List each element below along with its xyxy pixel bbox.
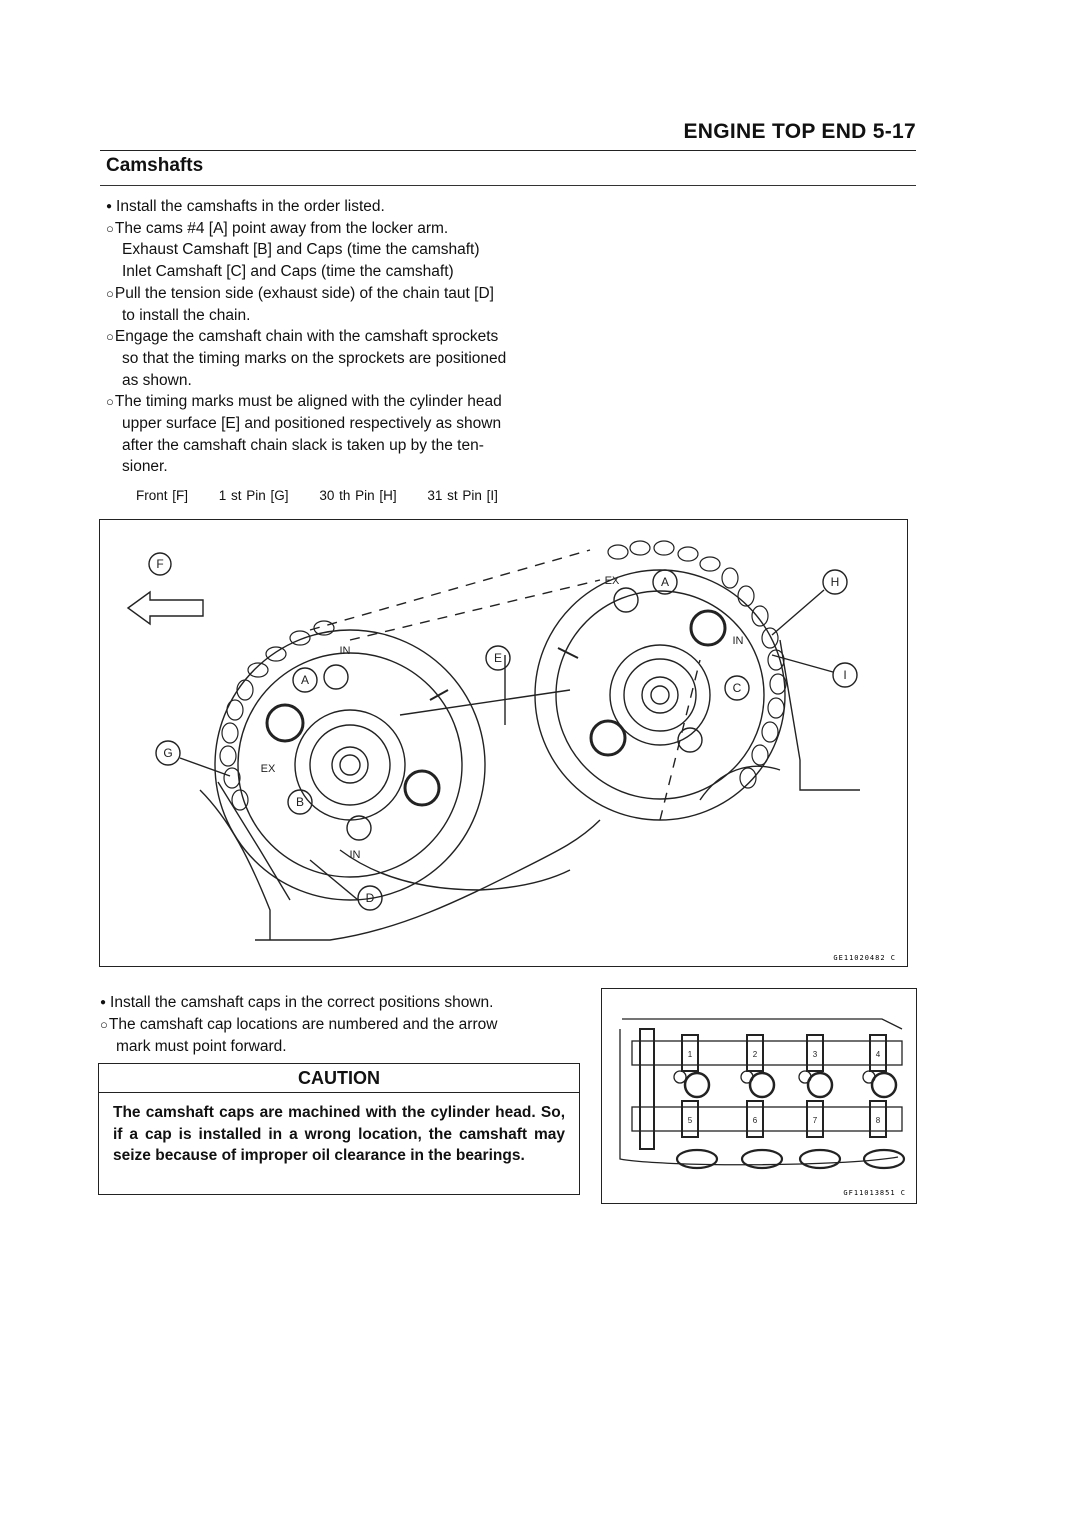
cap-number: 7 — [813, 1116, 818, 1125]
header-rule — [100, 150, 916, 151]
camshaft-caps-figure: 1 2 3 4 5 6 7 8 GF11013851 C — [601, 988, 917, 1204]
callout-b-circle — [287, 789, 313, 815]
cap-number: 1 — [688, 1050, 693, 1059]
figure-code: GF11013851 C — [843, 1189, 906, 1197]
callout-a-left-circle — [292, 667, 318, 693]
page-header-title: ENGINE TOP END 5-17 — [683, 120, 916, 143]
legend-item: 31 st Pin [I] — [427, 488, 498, 503]
callout-a-right-circle — [652, 569, 678, 595]
cap-4 — [869, 1034, 887, 1072]
cap-1 — [681, 1034, 699, 1072]
step-line: Install the camshaft caps in the correct… — [100, 992, 580, 1014]
camshaft-timing-drawing: F A A B C D E G H I IN IN IN EX EX GE110… — [126, 540, 896, 962]
step-line: so that the timing marks on the sprocket… — [122, 349, 507, 367]
step-line: Inlet Camshaft [C] and Caps (time the ca… — [122, 263, 454, 281]
section-title: Camshafts — [106, 155, 204, 176]
lower-camshaft — [631, 1106, 903, 1132]
callout-f-label: F — [156, 557, 163, 571]
cap-3 — [806, 1034, 824, 1072]
ex-mark: EX — [261, 763, 276, 775]
callout-i-label: I — [843, 668, 846, 682]
in-mark: IN — [350, 849, 361, 861]
cap-6 — [746, 1100, 764, 1138]
step-line: as shown. — [122, 371, 192, 389]
callout-a-label: A — [301, 673, 309, 687]
cap-number: 3 — [813, 1050, 818, 1059]
callout-h-label: H — [831, 575, 840, 589]
inlet-camshaft-hub — [609, 644, 711, 746]
callout-d-label: D — [366, 891, 375, 905]
callout-h-circle — [822, 569, 848, 595]
in-mark: IN — [733, 635, 744, 647]
caution-text: The camshaft caps are machined with the … — [113, 1104, 565, 1164]
step-line: Exhaust Camshaft [B] and Caps (time the … — [122, 241, 480, 259]
callout-c-label: C — [733, 681, 742, 695]
cap-number: 8 — [876, 1116, 881, 1125]
front-arrow-icon — [126, 590, 204, 626]
callout-e-label: E — [494, 651, 502, 665]
step-line: The cams #4 [A] point away from the lock… — [106, 218, 584, 240]
chain-left — [219, 620, 335, 811]
callout-a-label: A — [661, 575, 669, 589]
step-line: The camshaft cap locations are numbered … — [100, 1014, 580, 1036]
legend-item: Front [F] — [136, 488, 189, 503]
in-mark: IN — [340, 645, 351, 657]
cap-7 — [806, 1100, 824, 1138]
instructions-block-2: Install the camshaft caps in the correct… — [100, 992, 580, 1058]
step-line: upper surface [E] and positioned respect… — [122, 415, 502, 433]
instructions-block-1: Install the camshafts in the order liste… — [106, 196, 584, 478]
step-line: The timing marks must be aligned with th… — [106, 391, 584, 413]
legend-item: 1 st Pin [G] — [218, 488, 289, 503]
callout-i-circle — [832, 662, 858, 688]
section-rule — [100, 185, 916, 186]
callout-d-circle — [357, 885, 383, 911]
callout-g-circle — [155, 740, 181, 766]
step-line: after the camshaft chain slack is taken … — [122, 436, 484, 454]
cap-2 — [746, 1034, 764, 1072]
cap-number: 6 — [753, 1116, 758, 1125]
caution-box: CAUTION The camshaft caps are machined w… — [98, 1063, 580, 1195]
callout-g-label: G — [163, 746, 172, 760]
callout-e-circle — [485, 645, 511, 671]
camshaft-timing-figure: F A A B C D E G H I IN IN IN EX EX GE110… — [99, 519, 908, 967]
cap-number: 2 — [753, 1050, 758, 1059]
callout-b-label: B — [296, 795, 304, 809]
callout-f-circle — [148, 552, 172, 576]
step-line: Install the camshafts in the order liste… — [106, 196, 584, 218]
camshaft-caps-drawing: 1 2 3 4 5 6 7 8 GF11013851 C — [619, 1018, 906, 1197]
cap-number: 5 — [688, 1116, 693, 1125]
cap-number: 4 — [876, 1050, 881, 1059]
chain-right — [607, 540, 787, 789]
step-line: Engage the camshaft chain with the camsh… — [106, 326, 584, 348]
caution-heading: CAUTION — [99, 1064, 579, 1093]
step-line: sioner. — [122, 458, 168, 476]
cap-8 — [869, 1100, 887, 1138]
step-line: to install the chain. — [122, 306, 251, 324]
figure-legend: Front [F] 1 st Pin [G] 30 th Pin [H] 31 … — [136, 488, 524, 503]
callout-c-circle — [724, 675, 750, 701]
figure-code: GE11020482 C — [833, 954, 896, 962]
step-line: mark must point forward. — [116, 1038, 287, 1055]
ex-mark: EX — [605, 575, 620, 587]
legend-item: 30 th Pin [H] — [319, 488, 397, 503]
upper-camshaft — [631, 1040, 903, 1066]
cap-5 — [681, 1100, 699, 1138]
exhaust-sprocket — [214, 629, 486, 901]
step-line: Pull the tension side (exhaust side) of … — [106, 283, 584, 305]
